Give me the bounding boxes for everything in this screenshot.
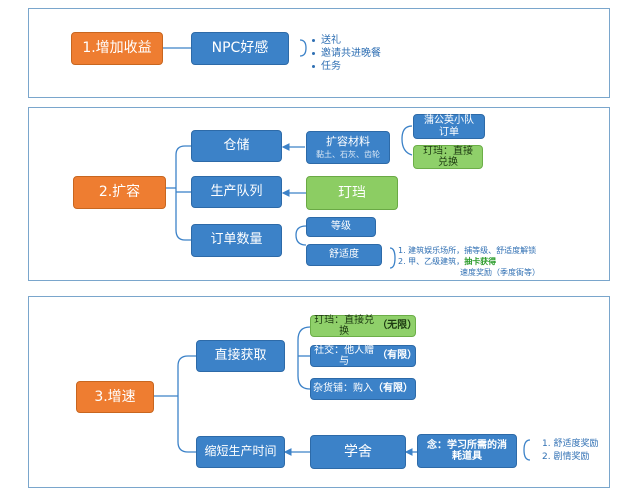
dandelion-order-box: 蒲公英小队订单 (413, 114, 485, 139)
direct-get-label: 直接获取 (214, 347, 267, 363)
production-queue-label: 生产队列 (210, 183, 263, 199)
bullet-icon (312, 64, 315, 68)
study-hall-box: 学舍 (310, 435, 406, 469)
list-item: 速度奖励（季度衙等） (460, 268, 540, 277)
dingdang-box: 玎珰 (306, 176, 398, 210)
dingdang-exchange-box: 玎珰：直接兑换 (413, 145, 483, 169)
list-item: 邀请共进晚餐 (312, 47, 381, 60)
expand-material-box: 扩容材料 黏土、石灰、齿轮 (306, 131, 390, 164)
level-box: 等级 (306, 217, 376, 237)
expand-material-label: 扩容材料 (326, 135, 370, 149)
dandelion-order-label: 蒲公英小队订单 (424, 115, 474, 138)
direct-get-box: 直接获取 (196, 340, 285, 372)
dingdang-exchange-label: 玎珰：直接兑换 (423, 145, 473, 169)
order-count-label: 订单数量 (210, 232, 263, 248)
dingdang-label: 玎珰 (338, 184, 366, 201)
study-rewards: 1. 舒适度奖励 2. 剧情奖励 (542, 438, 598, 464)
consumable-label: 念：学习所需的消耗道具 (427, 439, 507, 463)
study-hall-label: 学舍 (344, 443, 372, 460)
list-item: 送礼 (312, 34, 381, 47)
expand-material-sub: 黏土、石灰、齿轮 (316, 149, 380, 159)
direct-grocery-box: 杂货铺：购入（有限） (310, 378, 416, 400)
production-queue-box: 生产队列 (191, 176, 282, 208)
main-box-speedup: 3.增速 (76, 381, 154, 413)
main-box-expand: 2.扩容 (73, 176, 166, 209)
list-item: 1. 舒适度奖励 (542, 439, 599, 449)
bullet-icon (312, 51, 315, 55)
list-item: 2. 甲、乙级建筑，抽卡获得 (398, 257, 497, 266)
main-box-label: 3.增速 (94, 388, 136, 405)
comfort-box: 舒适度 (306, 244, 382, 266)
npc-favor-list: 送礼 邀请共进晚餐 任务 (312, 34, 381, 73)
npc-favor-label: NPC好感 (211, 40, 269, 57)
level-label: 等级 (331, 221, 351, 233)
direct-dingdang-box: 玎珰：直接兑换（无限） (310, 315, 417, 337)
list-item: 任务 (312, 60, 381, 73)
bullet-icon (312, 38, 315, 42)
storage-box: 仓储 (191, 130, 282, 162)
storage-label: 仓储 (223, 137, 250, 153)
shorten-time-label: 缩短生产时间 (204, 444, 277, 459)
main-box-label: 2.扩容 (98, 184, 141, 201)
consumable-box: 念：学习所需的消耗道具 (417, 434, 517, 468)
list-item: 1. 建筑娱乐场所，捕等级、舒适度解锁 (398, 246, 537, 255)
shorten-time-box: 缩短生产时间 (196, 436, 285, 468)
main-box-label: 1.增加收益 (82, 40, 152, 57)
order-count-box: 订单数量 (191, 224, 282, 257)
list-item: 2. 剧情奖励 (542, 452, 590, 462)
comfort-label: 舒适度 (329, 249, 359, 261)
comfort-notes: 1. 建筑娱乐场所，捕等级、舒适度解锁 2. 甲、乙级建筑，抽卡获得 速度奖励（… (398, 245, 540, 278)
main-box-increase-income: 1.增加收益 (71, 32, 163, 65)
npc-favor-box: NPC好感 (191, 32, 289, 65)
direct-social-box: 社交：他人赠与（有限） (310, 345, 417, 367)
